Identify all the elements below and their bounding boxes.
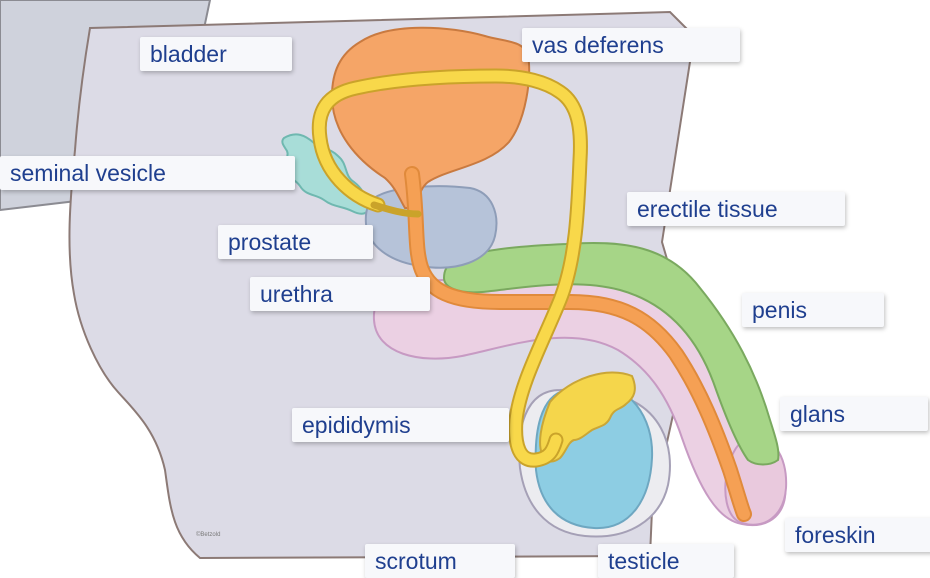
label-prostate: prostate [218,225,373,259]
label-vas-deferens-text: vas deferens [532,28,730,62]
label-bladder: bladder [140,37,292,71]
label-erectile-tissue: erectile tissue [627,192,845,226]
label-scrotum: scrotum [365,544,515,578]
publisher-mark: ©Betzold [196,532,220,538]
label-testicle-text: testicle [608,544,724,578]
label-seminal-vesicle-text: seminal vesicle [10,156,285,190]
label-prostate-text: prostate [228,225,363,259]
label-seminal-vesicle: seminal vesicle [0,156,295,190]
label-epididymis: epididymis [292,408,509,442]
label-erectile-tissue-text: erectile tissue [637,192,835,226]
label-foreskin-text: foreskin [795,518,923,552]
label-penis-text: penis [752,293,874,327]
label-epididymis-text: epididymis [302,408,499,442]
label-scrotum-text: scrotum [375,544,505,578]
label-foreskin: foreskin [785,518,930,552]
label-vas-deferens: vas deferens [522,28,740,62]
label-urethra-text: urethra [260,277,420,311]
label-penis: penis [742,293,884,327]
label-bladder-text: bladder [150,37,282,71]
label-glans-text: glans [790,397,918,431]
label-testicle: testicle [598,544,734,578]
label-urethra: urethra [250,277,430,311]
label-glans: glans [780,397,928,431]
